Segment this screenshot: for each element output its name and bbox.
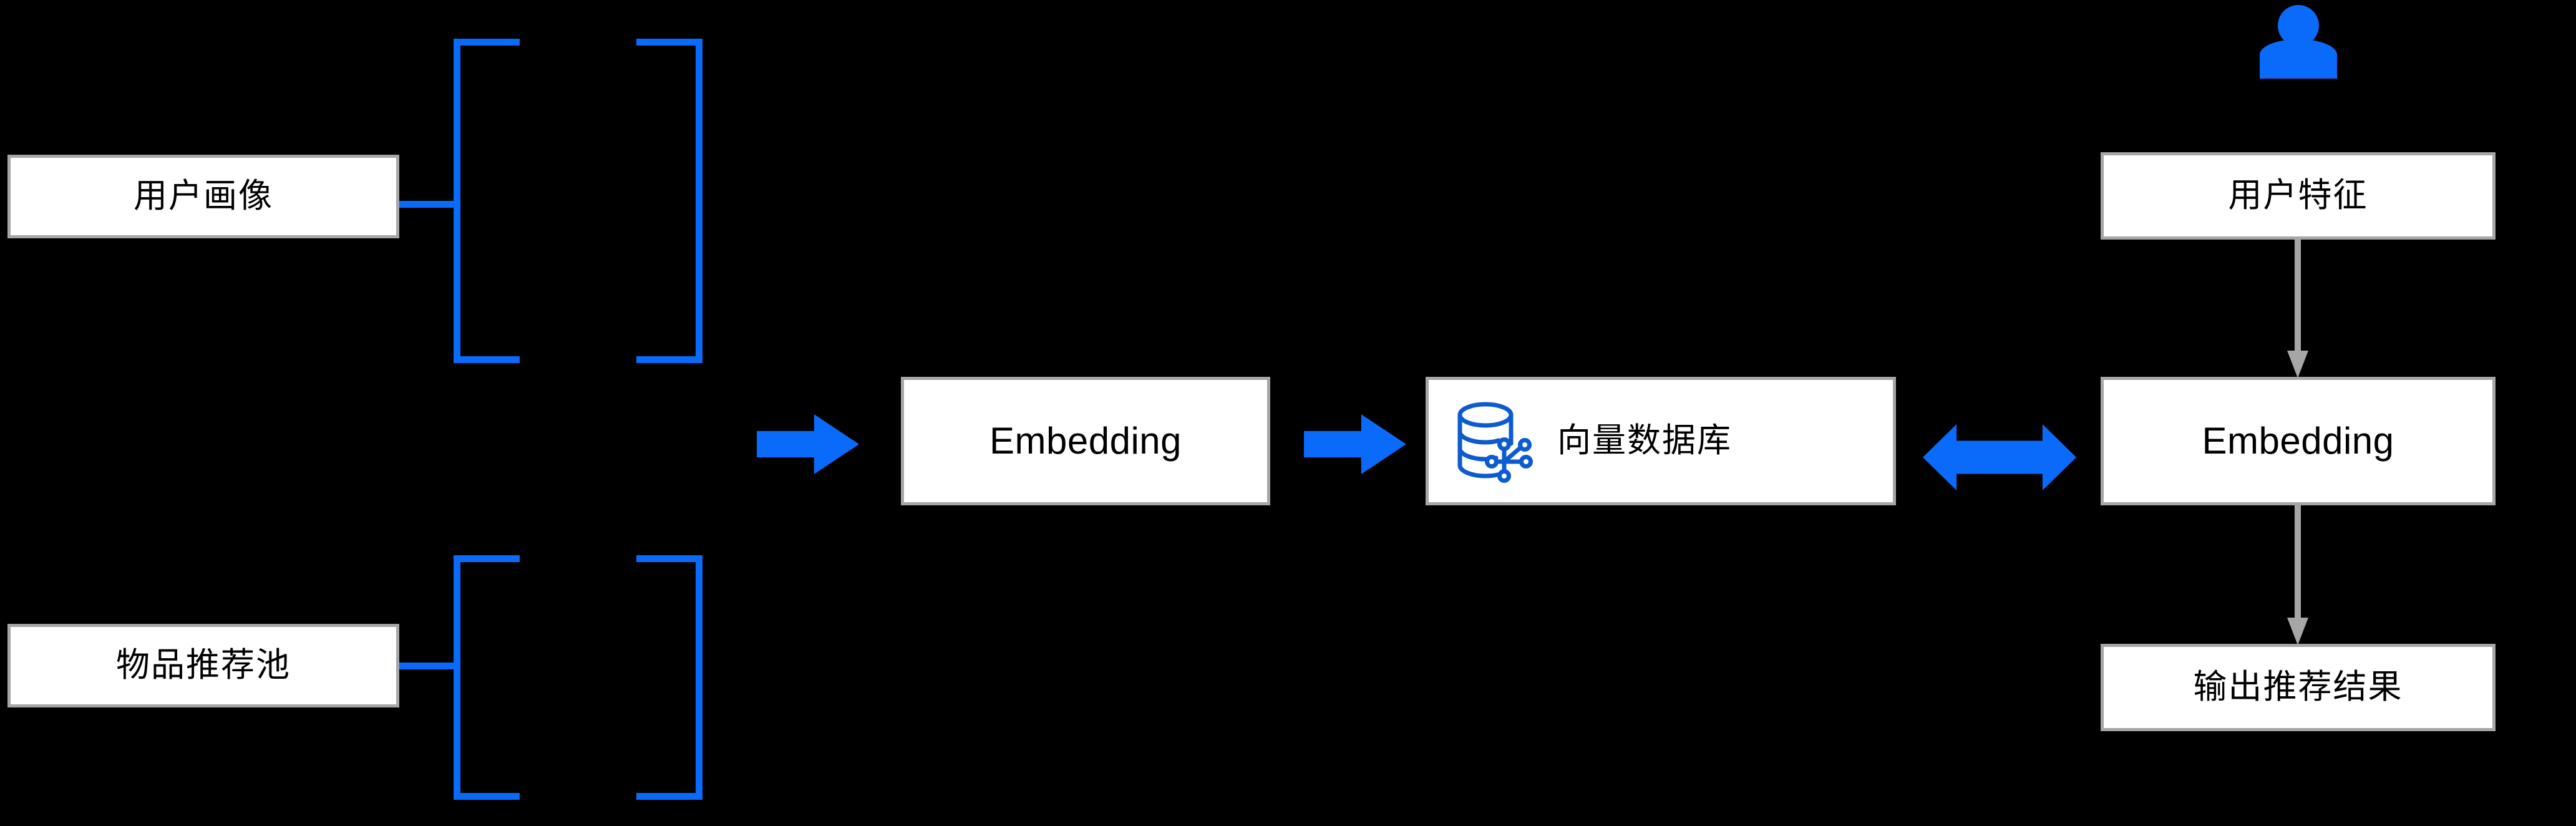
embedding-box-left[interactable]: Embedding (901, 377, 1270, 505)
connector-line-icon (399, 663, 460, 669)
arrow-down-icon (2287, 505, 2308, 645)
output-result-label: 输出推荐结果 (2193, 668, 2403, 706)
item-pool-box[interactable]: 物品推荐池 (7, 624, 399, 707)
embedding-box-right[interactable]: Embedding (2101, 377, 2496, 505)
block-arrow-right-icon (757, 414, 859, 474)
vector-database-box[interactable]: 向量数据库 (1426, 377, 1896, 505)
user-profile-label: 用户画像 (134, 177, 273, 215)
connector-line-icon (399, 201, 460, 208)
vector-database-icon (1457, 402, 1533, 483)
item-pool-label: 物品推荐池 (116, 646, 291, 684)
user-profile-box[interactable]: 用户画像 (7, 155, 399, 238)
embedding-right-label: Embedding (2202, 420, 2394, 462)
embedding-left-label: Embedding (989, 420, 1182, 462)
user-person-icon (2260, 5, 2337, 79)
square-bracket-left-icon (454, 39, 520, 363)
user-feature-label: 用户特征 (2228, 177, 2368, 215)
block-arrow-bidirectional-icon (1923, 424, 2076, 490)
square-bracket-left-icon (454, 555, 520, 800)
block-arrow-right-icon (1304, 414, 1406, 474)
user-feature-box[interactable]: 用户特征 (2101, 152, 2496, 240)
square-bracket-right-icon (636, 39, 702, 363)
square-bracket-right-icon (636, 555, 702, 800)
arrow-down-icon (2287, 240, 2308, 378)
vector-database-label: 向量数据库 (1557, 422, 1732, 460)
output-result-box[interactable]: 输出推荐结果 (2101, 644, 2496, 731)
